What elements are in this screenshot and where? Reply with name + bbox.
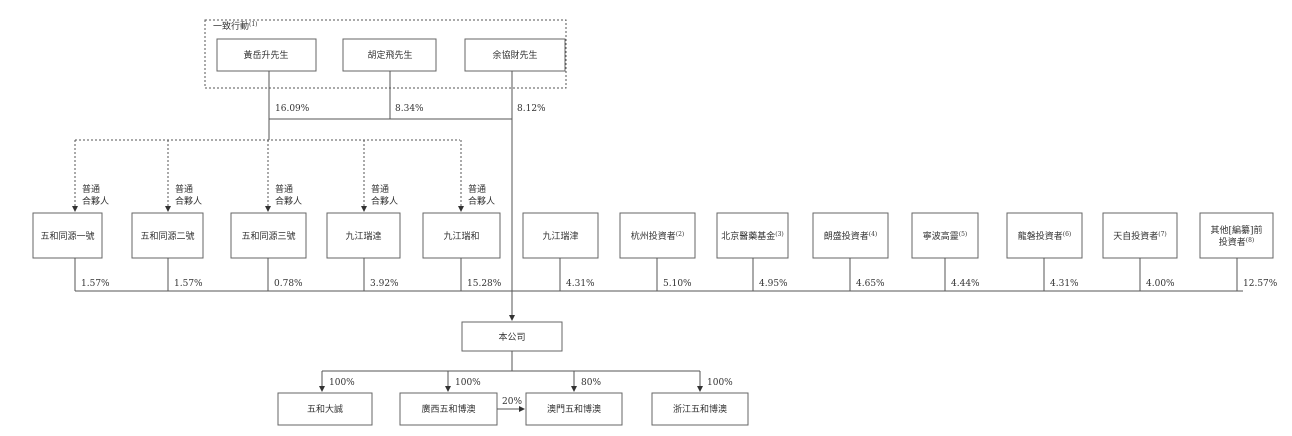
shareholder-pct: 4.65%	[856, 279, 885, 289]
svg-text:九江瑞津: 九江瑞津	[542, 230, 578, 242]
concert-party-group	[204, 19, 567, 89]
svg-text:五和同源二號: 五和同源二號	[140, 230, 194, 242]
shareholder-box: 杭州投資者(2)	[619, 212, 696, 259]
shareholder-box: 五和同源二號	[131, 212, 204, 259]
shareholder-pct: 4.95%	[759, 279, 788, 289]
subsidiary-box: 浙江五和博澳	[651, 392, 749, 426]
gp-label: 合夥人	[82, 195, 109, 207]
shareholder-pct: 4.44%	[951, 279, 980, 289]
subsidiary-pct: 100%	[329, 378, 355, 388]
svg-text:浙江五和博澳: 浙江五和博澳	[673, 403, 727, 415]
shareholder-box: 龍磐投資者(6)	[1006, 212, 1083, 259]
svg-text:澳門五和博澳: 澳門五和博澳	[547, 403, 601, 415]
shareholder-pct: 12.57%	[1243, 279, 1278, 289]
svg-text:黃岳升先生: 黃岳升先生	[243, 49, 288, 61]
subsidiary-box: 廣西五和博澳	[399, 392, 498, 426]
svg-text:杭州投資者(2): 杭州投資者(2)	[631, 230, 685, 242]
gp-label: 普通	[175, 183, 193, 195]
svg-text:廣西五和博澳: 廣西五和博澳	[421, 403, 475, 415]
svg-text:九江瑞達: 九江瑞達	[345, 230, 381, 242]
person-huang: 黃岳升先生	[216, 38, 317, 72]
gp-label: 普通	[468, 183, 486, 195]
svg-text:九江瑞和: 九江瑞和	[443, 230, 479, 242]
gp-label: 合夥人	[371, 195, 398, 207]
shareholder-box: 九江瑞津	[522, 212, 599, 259]
shareholder-pct: 3.92%	[370, 279, 399, 289]
subsidiary-pct: 100%	[707, 378, 733, 388]
gp-label: 普通	[371, 183, 389, 195]
subsidiary-box: 澳門五和博澳	[525, 392, 623, 426]
shareholder-box: 北京醫藥基金(3)	[716, 212, 789, 259]
shareholder-pct: 4.31%	[1050, 279, 1079, 289]
gp-label: 普通	[82, 183, 100, 195]
concert-party-label: 一致行動(1)	[213, 20, 258, 32]
shareholder-pct: 1.57%	[81, 279, 110, 289]
shareholder-box: 寧波高靈(5)	[911, 212, 979, 259]
subsidiary-box: 五和大誠	[277, 392, 373, 426]
shareholder-box: 九江瑞達	[326, 212, 401, 259]
svg-text:寧波高靈(5): 寧波高靈(5)	[923, 230, 968, 242]
svg-text:余協財先生: 余協財先生	[492, 49, 537, 61]
gp-label: 合夥人	[468, 195, 495, 207]
subsidiary-pct: 100%	[455, 378, 481, 388]
svg-text:朗盛投資者(4): 朗盛投資者(4)	[824, 230, 878, 242]
pct-huang: 16.09%	[275, 104, 310, 114]
svg-text:其他[編纂]前: 其他[編纂]前	[1210, 224, 1262, 236]
svg-text:投資者(8): 投資者(8)	[1219, 236, 1255, 248]
person-hu: 胡定飛先生	[342, 38, 437, 72]
shareholder-pct: 5.10%	[663, 279, 692, 289]
svg-text:本公司: 本公司	[498, 331, 525, 343]
gp-label: 普通	[275, 183, 293, 195]
person-yu: 余協財先生	[464, 38, 566, 72]
svg-text:五和大誠: 五和大誠	[307, 403, 343, 415]
pct-yu: 8.12%	[517, 104, 546, 114]
gp-label: 合夥人	[175, 195, 202, 207]
pct-hu: 8.34%	[395, 104, 424, 114]
svg-text:五和同源一號: 五和同源一號	[40, 230, 94, 242]
svg-text:天自投資者(7): 天自投資者(7)	[1113, 230, 1167, 242]
shareholder-pct: 4.00%	[1146, 279, 1175, 289]
shareholder-pct: 15.28%	[467, 279, 502, 289]
subsidiary-pct: 80%	[581, 378, 601, 388]
shareholder-pct: 4.31%	[566, 279, 595, 289]
shareholder-box: 朗盛投資者(4)	[812, 212, 889, 259]
svg-text:胡定飛先生: 胡定飛先生	[367, 49, 412, 61]
shareholder-box: 九江瑞和	[422, 212, 501, 259]
svg-text:五和同源三號: 五和同源三號	[241, 230, 295, 242]
shareholder-box: 天自投資者(7)	[1102, 212, 1178, 259]
shareholder-pct: 1.57%	[174, 279, 203, 289]
svg-text:龍磐投資者(6): 龍磐投資者(6)	[1018, 230, 1072, 242]
svg-text:北京醫藥基金(3): 北京醫藥基金(3)	[721, 230, 784, 242]
shareholder-pct: 0.78%	[274, 279, 303, 289]
company-box: 本公司	[461, 321, 563, 352]
shareholder-box: 五和同源一號	[32, 212, 103, 259]
cross-holding-pct: 20%	[502, 397, 522, 407]
shareholder-box: 五和同源三號	[230, 212, 307, 259]
gp-label: 合夥人	[275, 195, 302, 207]
